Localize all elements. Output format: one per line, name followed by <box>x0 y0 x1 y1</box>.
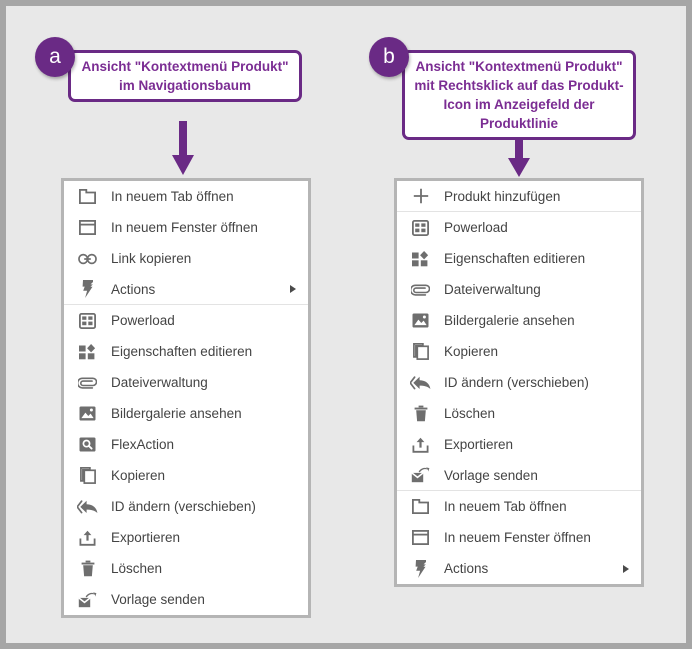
menu-item[interactable]: In neuem Tab öffnen <box>64 181 308 212</box>
menu-item[interactable]: Dateiverwaltung <box>397 274 641 305</box>
arrow-a <box>172 121 194 175</box>
menu-item-label: ID ändern (verschieben) <box>111 499 256 514</box>
search-box-icon <box>77 434 98 455</box>
menu-item[interactable]: Powerload <box>64 305 308 336</box>
calculator-icon <box>77 310 98 331</box>
menu-item[interactable]: Actions <box>397 553 641 584</box>
menu-item-label: ID ändern (verschieben) <box>444 375 589 390</box>
menu-item-label: Vorlage senden <box>444 467 538 483</box>
menu-item[interactable]: Bildergalerie ansehen <box>397 305 641 336</box>
callout-badge-b: b <box>369 37 409 77</box>
copy-icon <box>77 465 98 486</box>
menu-item[interactable]: Powerload <box>397 212 641 243</box>
export-icon <box>77 527 98 548</box>
image-icon <box>410 310 431 331</box>
menu-item-label: Dateiverwaltung <box>111 375 208 390</box>
context-menu-navigationsbaum[interactable]: In neuem Tab öffnen In neuem Fenster öffn… <box>61 178 311 618</box>
menu-item-label: In neuem Tab öffnen <box>111 189 234 204</box>
image-icon <box>77 403 98 424</box>
menu-item-label: Produkt hinzufügen <box>444 188 561 204</box>
menu-item-label: In neuem Fenster öffnen <box>111 220 258 235</box>
menu-item[interactable]: Dateiverwaltung <box>64 367 308 398</box>
new-tab-icon <box>410 496 431 517</box>
menu-item-label: Actions <box>444 561 489 576</box>
submenu-arrow-icon <box>623 564 629 573</box>
arrow-b <box>508 138 530 177</box>
send-template-icon <box>410 465 431 486</box>
menu-item-label: In neuem Fenster öffnen <box>444 530 591 545</box>
menu-item-label: Exportieren <box>111 530 181 545</box>
menu-item[interactable]: Produkt hinzufügen <box>397 181 641 212</box>
paperclip-icon <box>77 372 98 393</box>
new-window-icon <box>77 217 98 238</box>
callout-box-b: Ansicht "Kontextmenü Produkt" mit Rechts… <box>402 50 636 140</box>
submenu-arrow-icon <box>290 285 296 293</box>
menu-item-label: Bildergalerie ansehen <box>111 406 242 421</box>
trash-icon <box>410 403 431 424</box>
menu-item[interactable]: Kopieren <box>64 460 308 491</box>
menu-item-label: Kopieren <box>444 344 499 359</box>
menu-item[interactable]: FlexAction <box>64 429 308 460</box>
lightning-icon <box>410 558 431 579</box>
menu-item[interactable]: Vorlage senden <box>64 584 308 615</box>
lightning-icon <box>77 279 98 300</box>
diagram-canvas: a Ansicht "Kontextmenü Produkt" im Navig… <box>6 6 686 643</box>
menu-item[interactable]: Link kopieren <box>64 243 308 274</box>
callout-badge-a: a <box>35 37 75 77</box>
menu-item-label: Bildergalerie ansehen <box>444 313 575 328</box>
menu-item-label: In neuem Tab öffnen <box>444 499 567 514</box>
plus-icon <box>410 186 431 207</box>
menu-item[interactable]: In neuem Fenster öffnen <box>64 212 308 243</box>
menu-item[interactable]: ID ändern (verschieben) <box>64 491 308 522</box>
new-window-icon <box>410 527 431 548</box>
double-back-icon <box>77 496 98 517</box>
menu-item[interactable]: Eigenschaften editieren <box>397 243 641 274</box>
menu-item-label: Link kopieren <box>111 251 192 266</box>
trash-icon <box>77 558 98 579</box>
double-back-icon <box>410 372 431 393</box>
menu-item[interactable]: Löschen <box>64 553 308 584</box>
menu-item-label: Exportieren <box>444 437 514 452</box>
menu-item-label: Löschen <box>444 406 496 421</box>
export-icon <box>410 434 431 455</box>
menu-item[interactable]: ID ändern (verschieben) <box>397 367 641 398</box>
menu-item-label: Dateiverwaltung <box>444 282 541 297</box>
paperclip-icon <box>410 279 431 300</box>
callout-box-a: Ansicht "Kontextmenü Produkt" im Navigat… <box>68 50 302 102</box>
menu-item-label: Kopieren <box>111 468 166 483</box>
menu-item[interactable]: Exportieren <box>397 429 641 460</box>
menu-item[interactable]: Exportieren <box>64 522 308 553</box>
menu-item[interactable]: In neuem Tab öffnen <box>397 491 641 522</box>
menu-item[interactable]: Eigenschaften editieren <box>64 336 308 367</box>
properties-icon <box>410 248 431 269</box>
link-icon <box>77 248 98 269</box>
menu-item-label: Actions <box>111 281 156 297</box>
menu-item-label: Eigenschaften editieren <box>444 251 586 266</box>
menu-item-label: Löschen <box>111 561 163 576</box>
copy-icon <box>410 341 431 362</box>
menu-item[interactable]: In neuem Fenster öffnen <box>397 522 641 553</box>
menu-item[interactable]: Bildergalerie ansehen <box>64 398 308 429</box>
menu-item-label: Eigenschaften editieren <box>111 344 253 359</box>
send-template-icon <box>77 589 98 610</box>
menu-item-label: Powerload <box>111 313 175 328</box>
properties-icon <box>77 341 98 362</box>
menu-item[interactable]: Kopieren <box>397 336 641 367</box>
menu-item[interactable]: Löschen <box>397 398 641 429</box>
menu-item-label: Vorlage senden <box>111 592 205 607</box>
menu-item[interactable]: Vorlage senden <box>397 460 641 491</box>
menu-item-label: FlexAction <box>111 437 175 452</box>
menu-item[interactable]: Actions <box>64 274 308 305</box>
menu-item-label: Powerload <box>444 220 508 235</box>
new-tab-icon <box>77 186 98 207</box>
calculator-icon <box>410 217 431 238</box>
